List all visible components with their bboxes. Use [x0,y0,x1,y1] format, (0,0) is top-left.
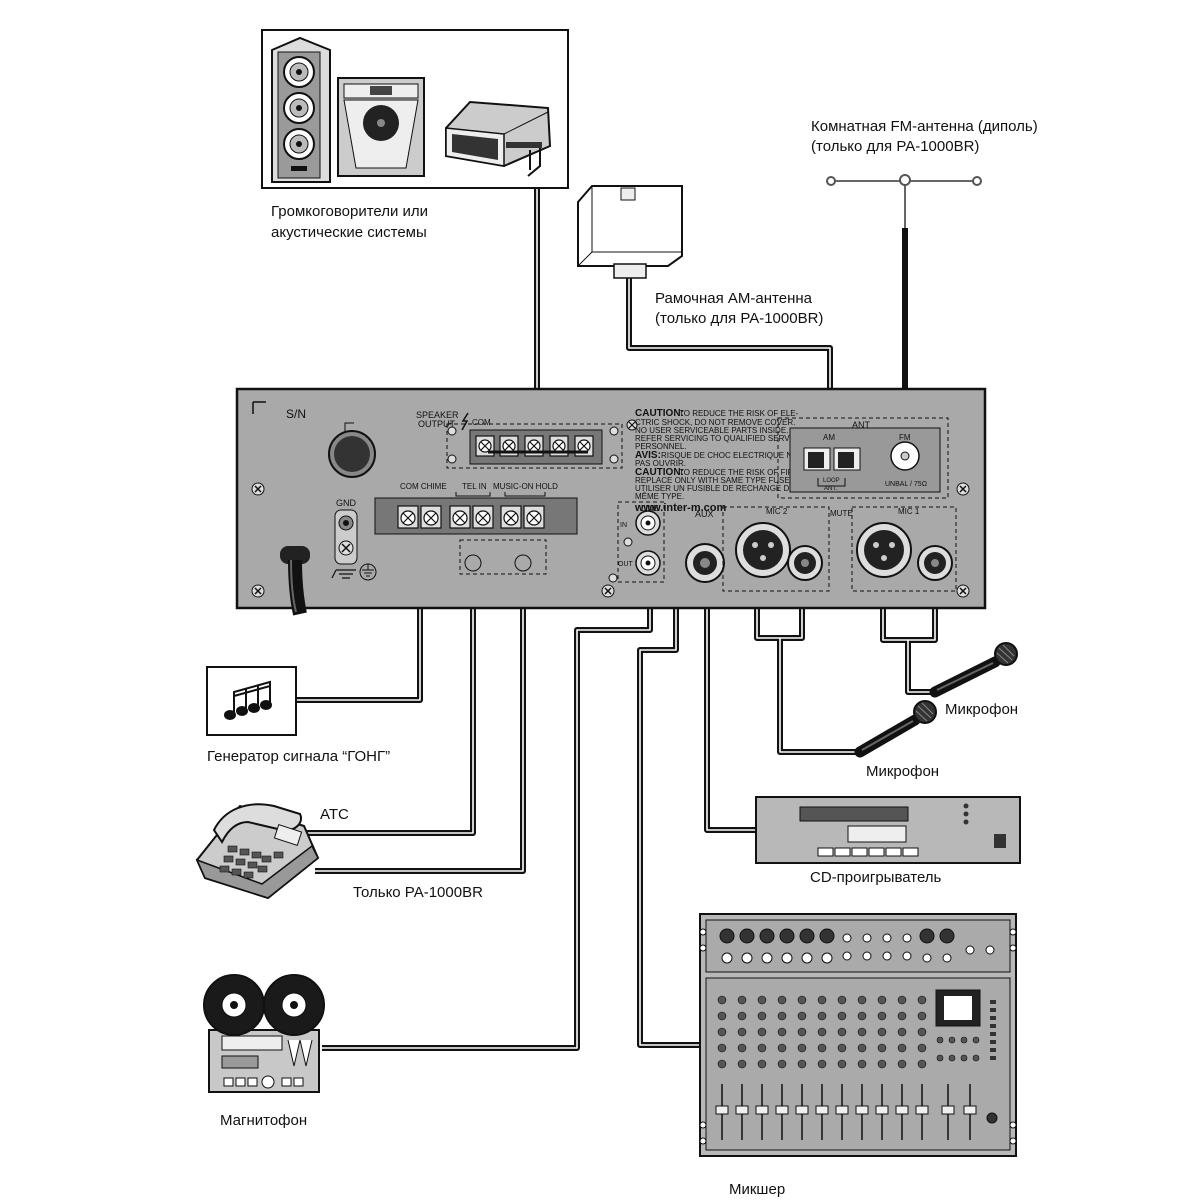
mixer-jack-inputs [721,933,995,964]
mixer [699,913,1017,1157]
column-speaker-icon [271,36,331,183]
panel-screws [251,419,970,598]
svg-text:RISQUE DE CHOC ELECTRIQUE NE: RISQUE DE CHOC ELECTRIQUE NE [661,451,797,460]
speaker-output-terminal: SPEAKER OUTPUT - COM [416,410,623,469]
aux-label: AUX [695,509,714,519]
svg-text:PAS OUVRIR.: PAS OUVRIR. [635,459,686,468]
cd-player-label: CD-проигрыватель [810,869,942,886]
svg-text:REFER SERVICING TO QUALIFIED S: REFER SERVICING TO QUALIFIED SERVICE [635,434,803,443]
svg-text:TO REDUCE THE RISK OF FIRE: TO REDUCE THE RISK OF FIRE [679,468,799,477]
cabinet-speaker-icon [337,77,425,177]
caution-text-block: CAUTION: TO REDUCE THE RISK OF ELE- CTRI… [634,408,803,514]
speakers-label-line1: Громкоговорители или [271,203,429,220]
unbal-label: UNBAL / 75Ω [885,481,927,488]
music-on-hold-label: MUSIC-ON HOLD [493,482,558,491]
svg-text:PERSONNEL.: PERSONNEL. [635,442,687,451]
mixer-label: Микшер [729,1181,786,1198]
loop-label-1: LOOP [823,478,840,484]
ant-label: ANT [852,420,871,430]
out-label: OUT [618,561,634,568]
svg-text:TO REDUCE THE RISK OF ELE-: TO REDUCE THE RISK OF ELE- [679,409,799,418]
gong-generator [206,666,297,736]
mixer-meter [990,1000,996,1060]
speaker-label-2: OUTPUT [418,419,456,429]
gnd-label: GND [336,498,357,508]
speakers-illustration [261,29,569,189]
music-notes-icon [224,680,272,720]
website-label: www.inter-m.com [634,502,726,514]
caution-heading-2: CAUTION: [635,467,684,478]
com-chime-label: COM CHIME [400,482,447,491]
pbx-label: АТС [320,806,349,823]
horn-speaker-icon [445,100,552,177]
svg-text:UTILISER UN FUSIBLE DE RECHANG: UTILISER UN FUSIBLE DE RECHANGE DE [635,484,795,493]
microphone-2-label: Микрофон [866,763,940,780]
tape-recorder [203,974,325,1093]
gong-label: Генератор сигнала “ГОНГ” [207,748,391,765]
pbx-telephone [195,803,320,900]
mute-label: MUTE [830,509,853,518]
microphone-1-icon [929,642,1018,698]
line-io-jacks: LINE IN OUT [617,501,665,583]
com-label: COM [472,418,491,427]
microphone-2-icon [854,700,937,758]
mixer-rack-ears [699,928,1017,1145]
loop-label-2: ANT. [824,486,837,492]
am-label: AM [823,433,835,442]
fm-dipole-antenna [826,174,982,228]
cable-cd [704,566,756,833]
mic2-label: MIC 2 [766,507,788,516]
lower-terminal-block: COM CHIME TEL IN MUSIC-ON HOLD [374,482,578,575]
svg-text:CTRIC SHOCK, DO NOT REMOVE COV: CTRIC SHOCK, DO NOT REMOVE COVER. [635,418,795,427]
cd-player [755,796,1021,864]
fuse-holder [328,422,376,478]
mixer-xlr-inputs [719,928,955,944]
amplifier-rear-panel: S/N [235,387,987,616]
cable-tape [322,566,653,1051]
fm-antenna-label-line1: Комнатная FM-антенна (диполь) [811,118,1038,135]
power-cord [280,546,310,616]
am-antenna-label-line1: Рамочная AM-антенна [655,290,812,307]
only-model-label: Только PA-1000BR [353,884,483,901]
mixer-knobs [717,995,980,1069]
line-label: LINE [641,504,659,513]
ground-terminal: GND [331,498,377,581]
svg-text:NO USER SERVICEABLE PARTS INSI: NO USER SERVICEABLE PARTS INSIDE. [635,426,788,435]
fm-label: FM [899,433,911,442]
tel-in-label: TEL IN [462,482,487,491]
am-antenna-label-line2: (только для PA-1000BR) [655,310,824,327]
am-loop-antenna [577,185,683,279]
microphone-1-label: Микрофон [945,701,1019,718]
speakers-label-line2: акустические системы [271,224,427,241]
avis-heading: AVIS: [635,450,661,461]
mixer-faders [715,1084,998,1140]
svg-text:REPLACE ONLY WITH SAME TYPE FU: REPLACE ONLY WITH SAME TYPE FUSE. [635,476,792,485]
fm-antenna-label-line2: (только для PA-1000BR) [811,138,980,155]
speaker-label-1: SPEAKER [416,410,459,420]
lightning-icon [461,412,469,431]
sn-label: S/N [286,407,306,421]
mic1-label: MIC 1 [898,507,920,516]
ground-symbol-icon [331,569,356,579]
mic-aux-inputs: AUX MIC 2 MUTE MIC 1 [685,506,957,592]
antenna-terminals: ANT AM LOOP ANT. FM UNBAL / 75Ω [777,417,949,499]
caution-heading-1: CAUTION: [635,408,684,419]
svg-text:MÊME TYPE.: MÊME TYPE. [635,492,684,501]
in-label: IN [620,522,627,529]
tape-recorder-label: Магнитофон [220,1112,308,1129]
